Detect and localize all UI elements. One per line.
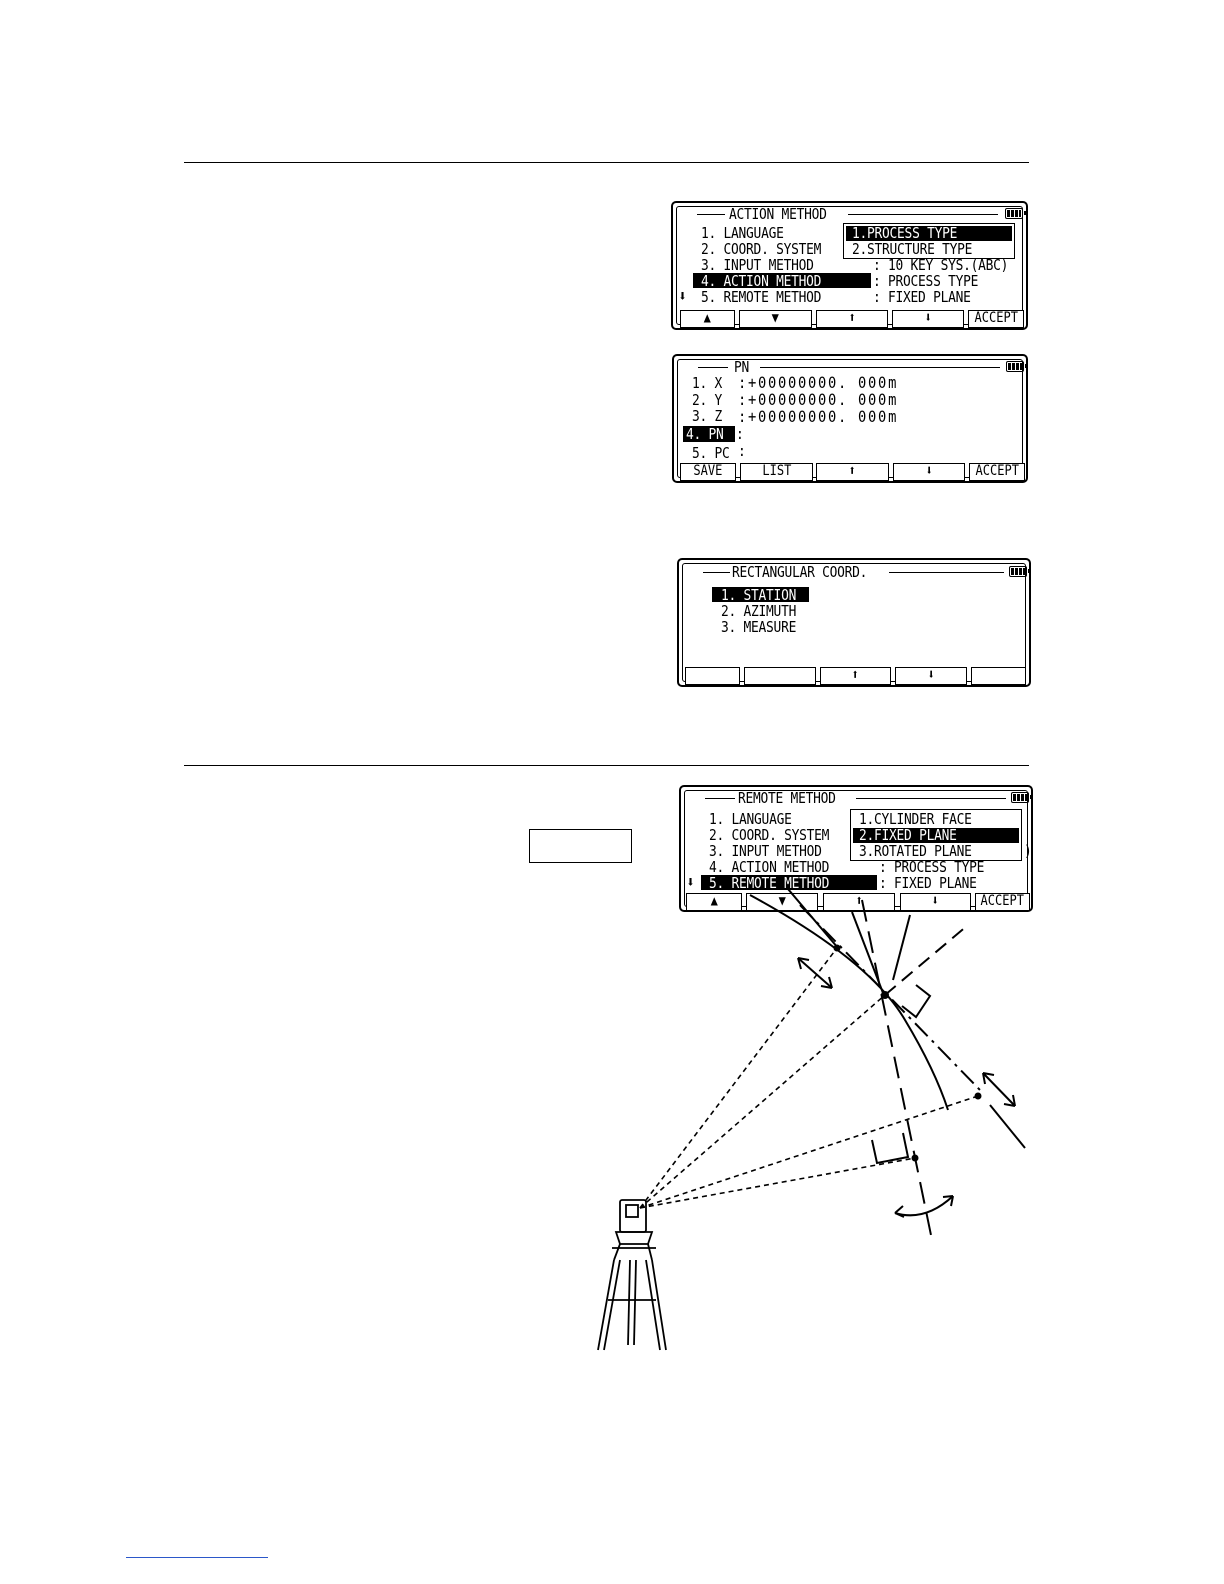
softkey-accept[interactable]: ACCEPT [968,310,1024,328]
rotated-plane-line-upper [799,904,981,1091]
popup-option-structure-type[interactable]: 2.STRUCTURE TYPE [852,240,973,258]
screen-title: ACTION METHOD [729,205,827,223]
popup-option-process-type[interactable]: 1.PROCESS TYPE [852,224,958,242]
menu-item-azimuth[interactable]: 2. AZIMUTH [721,602,797,620]
softkey-blank-1[interactable] [685,667,740,685]
softkey-up[interactable]: ▲ [680,310,735,328]
remote-method-value: : FIXED PLANE [873,288,971,306]
total-station-on-tripod [597,1199,667,1351]
softkey-down[interactable]: ▼ [746,893,818,911]
popup-option-rotated-plane[interactable]: 3.ROTATED PLANE [859,842,972,860]
lcd-rectangular-coord: RECTANGULAR COORD. 1. STATION 2. AZIMUTH… [677,558,1031,687]
popup-option-cylinder-face[interactable]: 1.CYLINDER FACE [859,810,972,828]
softkey-accept[interactable]: ACCEPT [969,463,1025,481]
right-angle-mark-2 [871,1132,910,1165]
input-method-value: : 10 KEY SYS.(ABC) [873,256,1009,274]
double-arrow-icons [797,957,1016,1218]
menu-item-remote-method[interactable]: 5. REMOTE METHOD [701,288,822,306]
menu-item-coord-system[interactable]: 2. COORD. SYSTEM [701,240,822,258]
leader-line-1 [787,890,839,949]
remote-method-diagram [597,890,1026,1351]
screen-title: PN [734,358,750,376]
field-label-x: 1. X [692,374,723,392]
input-method-value-edge: ) [1024,842,1032,860]
action-method-popup: 1.PROCESS TYPE 2.STRUCTURE TYPE [843,223,1015,259]
popup-option-fixed-plane[interactable]: 2.FIXED PLANE [859,826,957,844]
softkey-page-down[interactable]: ⬇ [895,667,967,685]
key-placeholder-box [529,829,632,863]
tangent-line [884,924,969,996]
softkey-page-up[interactable]: ⬆ [816,310,888,328]
softkey-page-up[interactable]: ⬆ [823,893,895,911]
menu-item-remote-method[interactable]: 5. REMOTE METHOD [709,874,830,892]
rotated-plane-line-lower [989,1104,1026,1149]
field-value-z[interactable]: :+00000000. 000m [738,407,899,426]
field-value-pn[interactable]: : [736,425,744,443]
field-label-z: 3. Z [692,407,723,425]
menu-item-action-method[interactable]: 4. ACTION METHOD [701,272,822,290]
softkey-up[interactable]: ▲ [686,893,742,911]
screen-title: REMOTE METHOD [738,789,836,807]
softkey-accept[interactable]: ACCEPT [975,893,1030,911]
action-method-value: : PROCESS TYPE [879,858,985,876]
battery-icon [1011,792,1032,803]
menu-item-input-method[interactable]: 3. INPUT METHOD [709,842,822,860]
section-rule-top [184,162,1029,163]
softkey-blank-3[interactable] [971,667,1026,685]
footer-link-underline[interactable] [126,1557,268,1558]
menu-item-language[interactable]: 1. LANGUAGE [701,224,784,242]
field-value-y[interactable]: :+00000000. 000m [738,390,899,409]
field-value-x[interactable]: :+00000000. 000m [738,373,899,392]
softkey-save[interactable]: SAVE [680,463,736,481]
action-method-value: : PROCESS TYPE [873,272,979,290]
lcd-remote-method: REMOTE METHOD 1. LANGUAGE 2. COORD. SYST… [679,785,1033,912]
battery-icon [1006,361,1027,372]
menu-item-coord-system[interactable]: 2. COORD. SYSTEM [709,826,830,844]
curved-surface [749,894,949,1111]
field-label-pc: 5. PC [692,444,730,462]
softkey-list[interactable]: LIST [740,463,813,481]
menu-item-input-method[interactable]: 3. INPUT METHOD [701,256,814,274]
screen-title: RECTANGULAR COORD. [732,563,868,581]
softkey-blank-2[interactable] [744,667,816,685]
softkey-page-down[interactable]: ⬇ [900,893,971,911]
field-label-y: 2. Y [692,391,723,409]
softkey-page-down[interactable]: ⬇ [892,310,964,328]
softkey-page-down[interactable]: ⬇ [893,463,965,481]
leader-line-2 [892,914,911,981]
softkey-page-up[interactable]: ⬆ [820,667,891,685]
battery-icon [1009,566,1030,577]
section-rule-middle [184,765,1029,766]
right-angle-mark-1 [901,984,932,1019]
fixed-plane-line [861,899,933,1241]
menu-item-action-method[interactable]: 4. ACTION METHOD [709,858,830,876]
field-label-pn[interactable]: 4. PN [686,425,724,443]
softkey-down[interactable]: ▼ [739,310,812,328]
lcd-action-method: ACTION METHOD 1. LANGUAGE 2. COORD. SYST… [671,201,1028,330]
remote-method-popup: 1.CYLINDER FACE 2.FIXED PLANE 3.ROTATED … [850,809,1022,861]
menu-item-language[interactable]: 1. LANGUAGE [709,810,792,828]
menu-item-measure[interactable]: 3. MEASURE [721,618,797,636]
battery-icon [1005,208,1026,219]
scroll-down-icon: ⬇ [686,873,696,891]
field-value-pc[interactable]: : [738,442,746,460]
lcd-pn-input: PN 1. X :+00000000. 000m 2. Y :+00000000… [672,354,1028,483]
softkey-page-up[interactable]: ⬆ [816,463,889,481]
target-points [833,944,982,1162]
scroll-down-icon: ⬇ [678,287,688,305]
leader-line-3 [851,911,884,994]
menu-item-station[interactable]: 1. STATION [721,586,797,604]
remote-method-value: : FIXED PLANE [879,874,977,892]
